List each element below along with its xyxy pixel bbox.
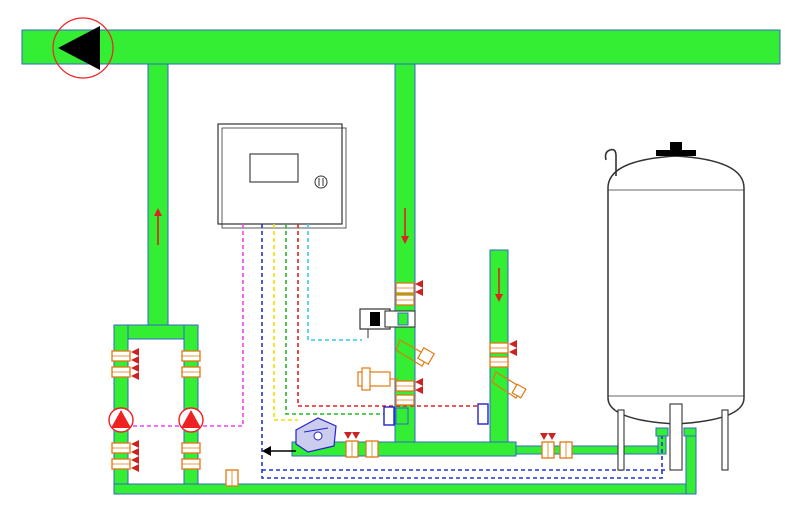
- pressure-reducer: [357, 367, 398, 391]
- ball-valve-vertical: [395, 378, 423, 394]
- ball-valve-vertical: [181, 350, 201, 362]
- ball-valve-horizontal: [365, 440, 379, 458]
- flow-meter: [295, 417, 337, 453]
- butterfly-handle-icon: [131, 364, 139, 380]
- controller-cabinet: [217, 123, 347, 229]
- ball-valve-vertical: [395, 294, 415, 306]
- flow-arrow-down-icon: [495, 294, 503, 302]
- ball-valve-vertical: [181, 458, 201, 470]
- outflow-arrow: [262, 446, 296, 456]
- booster-pump-right: [178, 407, 204, 433]
- ball-valve-vertical: [395, 280, 423, 296]
- ball-valves: [111, 280, 573, 487]
- y-strainer-middle: [395, 339, 436, 367]
- arrow-left-icon: [262, 446, 271, 456]
- pump-triangle-up-icon: [111, 410, 131, 428]
- wire-green: [285, 224, 388, 415]
- controller-switch-icon: [314, 175, 328, 189]
- ball-valve-horizontal: [540, 433, 556, 459]
- butterfly-handle-icon: [415, 280, 423, 296]
- wire-cyan: [307, 224, 362, 341]
- main-pump: [52, 17, 114, 79]
- expansion-tank: [604, 142, 745, 471]
- ball-valve-vertical: [181, 442, 201, 454]
- butterfly-handle-icon: [131, 440, 139, 456]
- wire-red: [297, 224, 484, 407]
- pump-triangle-up-icon: [181, 410, 201, 428]
- ball-valve-vertical: [111, 364, 139, 380]
- wire-yellow: [273, 224, 298, 421]
- pump-triangle-left-icon: [58, 26, 100, 70]
- butterfly-handle-icon: [415, 378, 423, 394]
- solenoid-valve: [359, 308, 416, 338]
- ball-valve-vertical: [395, 394, 415, 406]
- ball-valve-vertical: [111, 440, 139, 456]
- ball-valve-horizontal: [225, 469, 239, 487]
- y-strainer-right: [491, 371, 527, 399]
- butterfly-handle-icon: [131, 348, 139, 364]
- main-header-pipe: [21, 29, 781, 65]
- left-riser-pipe: [147, 63, 169, 329]
- ball-valve-vertical: [111, 348, 139, 364]
- butterfly-handle-icon: [131, 456, 139, 472]
- ball-valve-horizontal: [559, 441, 573, 459]
- ball-valve-vertical: [489, 356, 509, 368]
- butterfly-handle-icon: [509, 340, 517, 356]
- butterfly-handle-icon: [344, 432, 360, 439]
- ball-valve-vertical: [181, 366, 201, 378]
- ball-valve-vertical: [111, 456, 139, 472]
- flow-arrow-down-icon: [401, 236, 409, 244]
- signal-wires: [128, 224, 665, 479]
- sensor-middle: [383, 406, 409, 426]
- ball-valve-horizontal: [344, 432, 360, 458]
- flow-arrow-up-icon: [154, 208, 162, 216]
- butterfly-handle-icon: [540, 433, 556, 440]
- wire-blue: [261, 224, 663, 479]
- booster-pump-left: [108, 407, 134, 433]
- sensor-right: [477, 403, 489, 425]
- ball-valve-vertical: [489, 340, 517, 356]
- controller-display: [249, 153, 299, 183]
